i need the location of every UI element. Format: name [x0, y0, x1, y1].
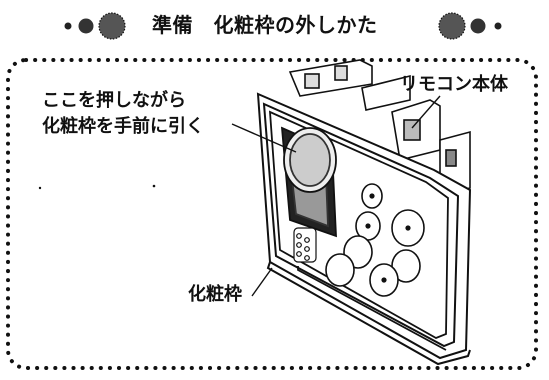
keypad — [293, 227, 317, 263]
page-title: 準備 化粧枠の外しかた — [152, 13, 378, 37]
press-instruction-line1: ここを押しながら — [42, 90, 186, 111]
remote-panel — [268, 110, 449, 351]
dot-medium-icon — [470, 18, 486, 34]
press-instruction-line2: 化粧枠を手前に引く — [42, 116, 204, 137]
leader-lines — [231, 95, 441, 297]
dot-small-icon — [494, 22, 502, 30]
dot-large-icon — [99, 13, 125, 39]
leader-remote-body — [411, 95, 441, 129]
decorative-dots-right — [438, 12, 502, 40]
leader-press — [231, 123, 297, 153]
dot-medium-icon — [78, 18, 94, 34]
decorative-frame-label: 化粧枠 — [188, 284, 242, 305]
press-instruction-callout: ここを押しながら 化粧枠を手前に引く — [42, 88, 204, 140]
page-header: 準備 化粧枠の外しかた — [0, 0, 549, 50]
leader-frame — [251, 267, 273, 297]
dot-small-icon — [64, 22, 72, 30]
dot-large-icon — [439, 13, 465, 39]
illustration-frame — [6, 58, 538, 370]
decorative-dots-left — [64, 12, 126, 40]
round-buttons — [325, 183, 425, 297]
remote-body-label: リモコン本体 — [400, 74, 508, 95]
